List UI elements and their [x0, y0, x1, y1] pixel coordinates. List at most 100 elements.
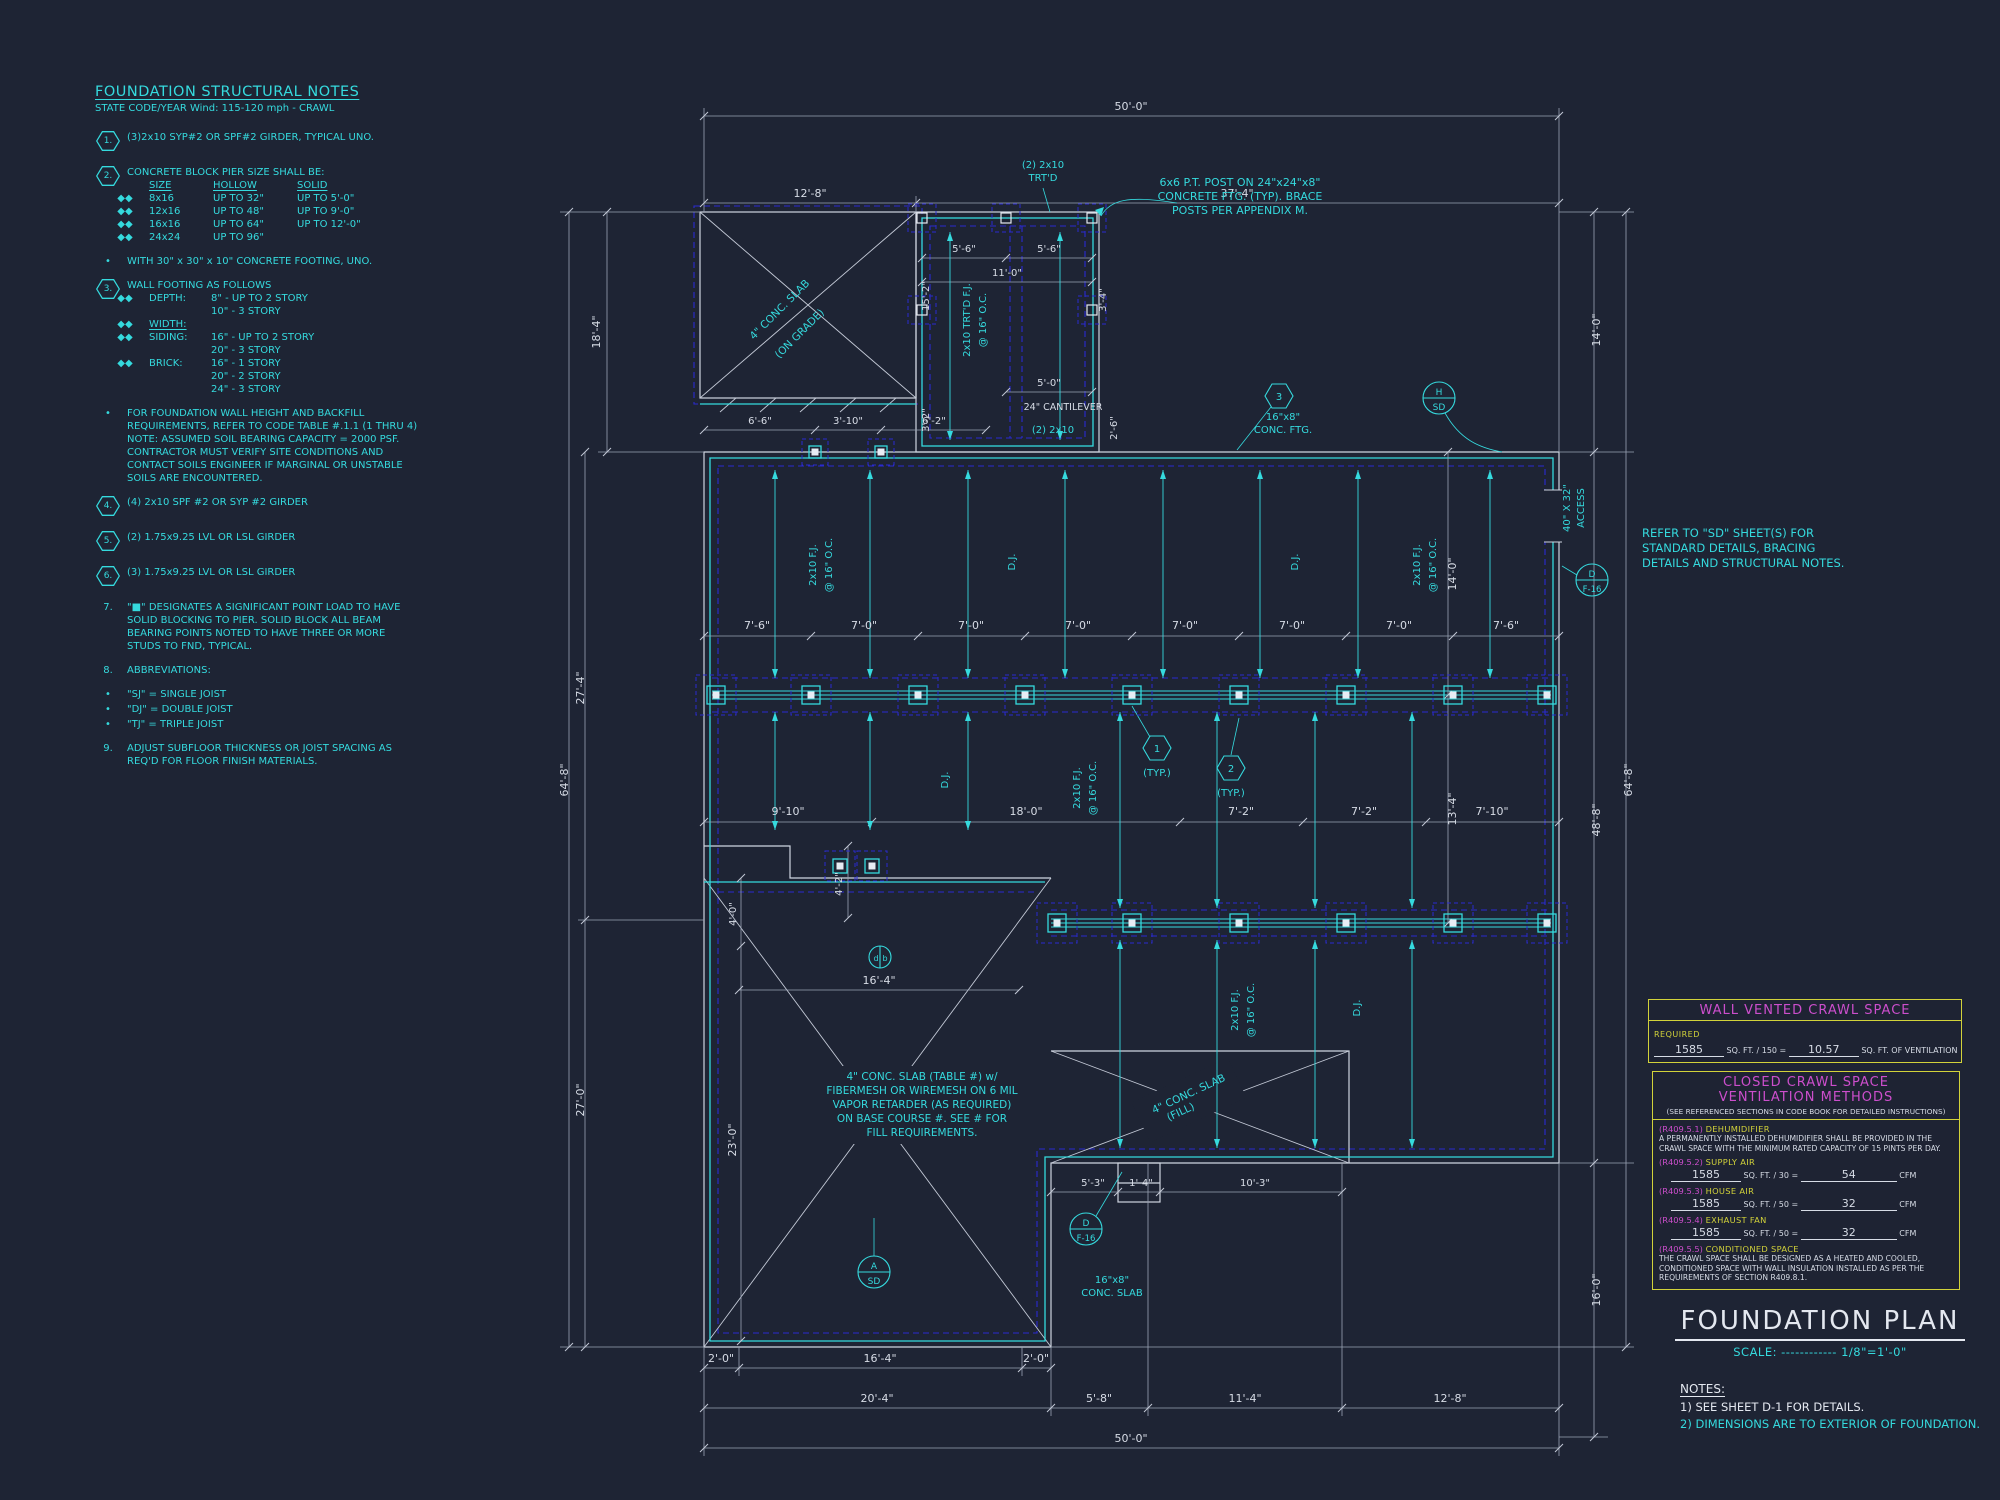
table-cell — [297, 231, 393, 244]
closed-box-subtitle: (SEE REFERENCED SECTIONS IN CODE BOOK FO… — [1653, 1105, 1959, 1120]
joist-arrowhead — [1355, 470, 1361, 479]
plan-label: 9'-10" — [771, 805, 804, 818]
plan-label: SD — [1433, 403, 1446, 413]
vent-result-value: 10.57 — [1788, 1043, 1859, 1057]
section-formula: SQ. FT. / 50 = — [1743, 1229, 1799, 1238]
pier-footing-dashed — [790, 674, 832, 716]
plan-label: D.J. — [1290, 553, 1301, 570]
plan-label: 4'-0" — [728, 902, 739, 926]
vent-box-title: WALL VENTED CRAWL SPACE — [1649, 1000, 1961, 1021]
note-number-label: 2. — [103, 171, 113, 181]
required-label: REQUIRED — [1654, 1030, 1700, 1039]
section-ref: (R409.5.5) — [1659, 1244, 1703, 1254]
dim-tick — [580, 915, 590, 925]
joist-arrowhead — [1062, 669, 1068, 678]
spec-bullet — [101, 370, 149, 383]
dim-tick — [734, 1363, 744, 1373]
vent-method-section: (R409.5.4) EXHAUST FAN 1585 SQ. FT. / 50… — [1659, 1215, 1953, 1240]
joist-arrowhead — [1117, 1139, 1123, 1148]
dim-tick — [1001, 387, 1011, 397]
note-line: STUDS TO FND, TYPICAL. — [127, 641, 253, 652]
vent-method-section: (R409.5.5) CONDITIONED SPACE THE CRAWL S… — [1659, 1244, 1953, 1283]
vent-method-section: (R409.5.3) HOUSE AIR 1585 SQ. FT. / 50 =… — [1659, 1186, 1953, 1211]
joist-arrowhead — [1117, 712, 1123, 721]
pier-block — [1229, 685, 1249, 705]
joist-arrowhead — [867, 470, 873, 479]
dim-tick — [736, 873, 746, 883]
plan-label: F-16 — [1583, 585, 1602, 595]
note-line: SOLID BLOCKING TO PIER. SOLID BLOCK ALL … — [127, 615, 381, 626]
section-name: SUPPLY AIR — [1705, 1157, 1756, 1167]
plan-label: 50'-0" — [1114, 1432, 1147, 1445]
dim-tick — [1046, 1363, 1056, 1373]
plan-label: 2x10 F.J. — [1230, 989, 1241, 1031]
spec-label — [149, 370, 211, 383]
note-line: WITH 30" x 30" x 10" CONCRETE FOOTING, U… — [127, 256, 373, 267]
note-item: 8.ABBREVIATIONS: — [95, 664, 405, 677]
note-item: 5.(2) 1.75x9.25 LVL OR LSL GIRDER — [95, 531, 405, 555]
dim-tick — [1113, 1187, 1123, 1197]
note-number: • — [105, 408, 111, 419]
joist-arrowhead — [1312, 1139, 1318, 1148]
joist-arrowhead — [772, 821, 778, 830]
note-item: 7."■" DESIGNATES A SIGNIFICANT POINT LOA… — [95, 601, 405, 653]
spec-bullet: ◆◆ — [117, 293, 133, 304]
section-ref: (R409.5.1) — [1659, 1124, 1703, 1134]
spec-label: DEPTH: — [149, 293, 187, 304]
pier-footing-dashed — [1077, 203, 1107, 233]
dimension-lines — [560, 108, 1634, 1456]
joist-arrowhead — [1257, 669, 1263, 678]
dim-tick — [1443, 447, 1453, 457]
pier-footing-dashed — [991, 203, 1021, 233]
spec-label — [149, 344, 211, 357]
plan-label: 16'-4" — [862, 974, 895, 987]
table-cell: 16x16 — [149, 219, 181, 230]
closed-crawl-space-box: CLOSED CRAWL SPACE VENTILATION METHODS (… — [1652, 1071, 1960, 1290]
point-load-marker — [1449, 919, 1457, 927]
note-line: CONTRACTOR MUST VERIFY SITE CONDITIONS A… — [127, 447, 384, 458]
point-load-marker — [1235, 919, 1243, 927]
dim-tick — [1046, 1187, 1056, 1197]
dim-tick — [699, 425, 709, 435]
section-ref: (R409.5.3) — [1659, 1186, 1703, 1196]
dim-tick — [699, 198, 709, 208]
point-load-marker — [1021, 691, 1029, 699]
note-item: •"DJ" = DOUBLE JOIST — [95, 703, 405, 716]
table-row-bullet: ◆◆ — [117, 219, 133, 230]
plan-label: 3'-4" — [1098, 288, 1109, 312]
plan-label: 23'-0" — [726, 1123, 739, 1156]
section-result: 54 — [1800, 1168, 1897, 1182]
pier-footing-dashed — [1325, 902, 1367, 944]
note-number: 8. — [103, 665, 113, 676]
plan-label: 27'-4" — [574, 671, 587, 704]
spec-bullet — [101, 344, 149, 357]
dim-tick — [917, 253, 927, 263]
dim-tick — [736, 1336, 746, 1346]
note-body: WALL FOOTING AS FOLLOWS◆◆DEPTH:8" - UP T… — [117, 279, 405, 396]
table-cell: UP TO 9'-0" — [297, 206, 355, 217]
joist-arrowhead — [1214, 712, 1220, 721]
dim-tick — [1554, 1443, 1564, 1453]
point-load-marker — [868, 862, 876, 870]
dim-tick — [1554, 817, 1564, 827]
plan-label: 18'-0" — [1009, 805, 1042, 818]
note-item: 2.CONCRETE BLOCK PIER SIZE SHALL BE:SIZE… — [95, 166, 405, 244]
plan-label: @ 16" O.C. — [1246, 983, 1257, 1038]
plan-label: 2'-0" — [708, 1352, 734, 1365]
note-line: REQUIREMENTS, REFER TO CODE TABLE #.1.1 … — [127, 421, 418, 432]
plan-label: @ 16" O.C. — [1088, 761, 1099, 816]
spec-value: 16" - 1 STORY — [211, 358, 281, 369]
section-unit: CFM — [1899, 1171, 1917, 1180]
plan-label: 6x6 P.T. POST ON 24"x24"x8" — [1160, 176, 1321, 189]
porch-post — [1000, 212, 1012, 224]
plan-label: 2 — [1228, 764, 1234, 775]
plan-label: 7'-2" — [1351, 805, 1377, 818]
joist-arrowhead — [965, 470, 971, 479]
note-body: "SJ" = SINGLE JOIST — [127, 688, 405, 701]
pier-footing-dashed — [1077, 295, 1107, 325]
dim-tick — [1155, 1187, 1165, 1197]
dim-tick — [1298, 817, 1308, 827]
